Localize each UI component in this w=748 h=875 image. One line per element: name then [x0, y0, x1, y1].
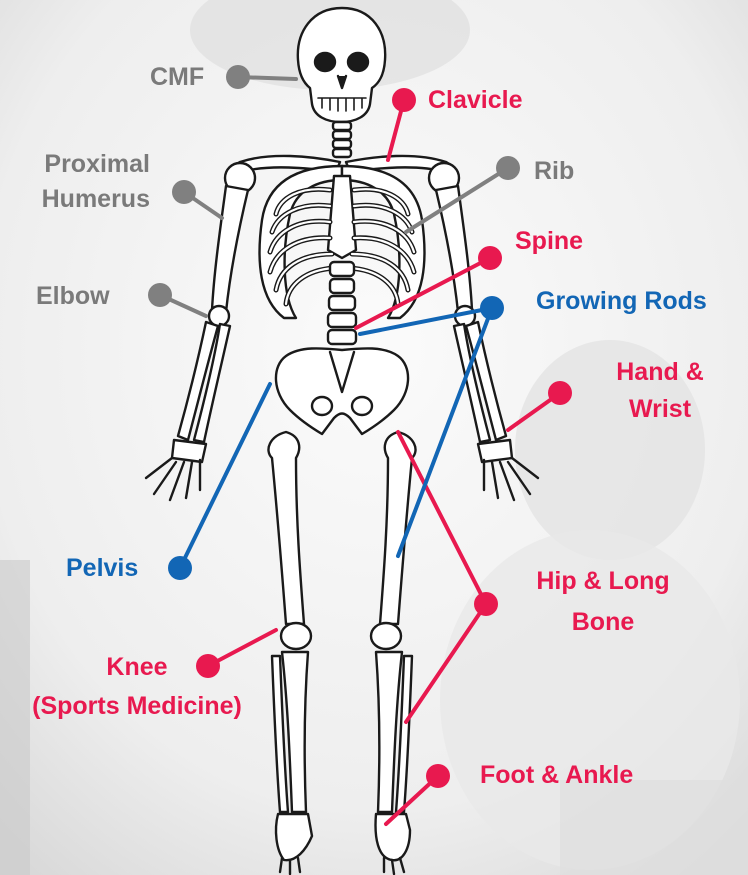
label-hip-long-bone-line1: Hip & Long: [508, 567, 698, 596]
label-hip-long-bone-line2: Bone: [508, 608, 698, 637]
label-knee-line1: Knee: [0, 653, 274, 682]
spine-dot: [478, 246, 502, 270]
label-rib: Rib: [534, 157, 574, 186]
label-pelvis: Pelvis: [66, 554, 138, 583]
label-growing-rods: Growing Rods: [536, 287, 707, 316]
clavicle-dot: [392, 88, 416, 112]
label-proximal-humerus-line1: Proximal: [14, 150, 150, 179]
label-knee-line2: (Sports Medicine): [0, 692, 274, 721]
label-foot-ankle: Foot & Ankle: [480, 761, 633, 790]
label-proximal-humerus: Proximal Humerus: [14, 150, 150, 214]
label-knee: Knee (Sports Medicine): [0, 653, 274, 721]
label-proximal-humerus-line2: Humerus: [14, 185, 150, 214]
pelvis-dot: [168, 556, 192, 580]
elbow-dot: [148, 283, 172, 307]
label-hand-wrist: Hand & Wrist: [592, 358, 728, 424]
foot-ankle-dot: [426, 764, 450, 788]
growing-rods-dot: [480, 296, 504, 320]
hand-wrist-dot: [548, 381, 572, 405]
rib-dot: [496, 156, 520, 180]
label-clavicle: Clavicle: [428, 86, 523, 115]
label-spine: Spine: [515, 227, 583, 256]
label-hip-long-bone: Hip & Long Bone: [508, 567, 698, 637]
hip-long-bone-dot: [474, 592, 498, 616]
cmf-dot: [226, 65, 250, 89]
proximal-humerus-dot: [172, 180, 196, 204]
label-elbow: Elbow: [36, 282, 110, 311]
label-hand-wrist-line2: Wrist: [592, 395, 728, 424]
label-cmf: CMF: [150, 63, 204, 92]
label-hand-wrist-line1: Hand &: [592, 358, 728, 387]
